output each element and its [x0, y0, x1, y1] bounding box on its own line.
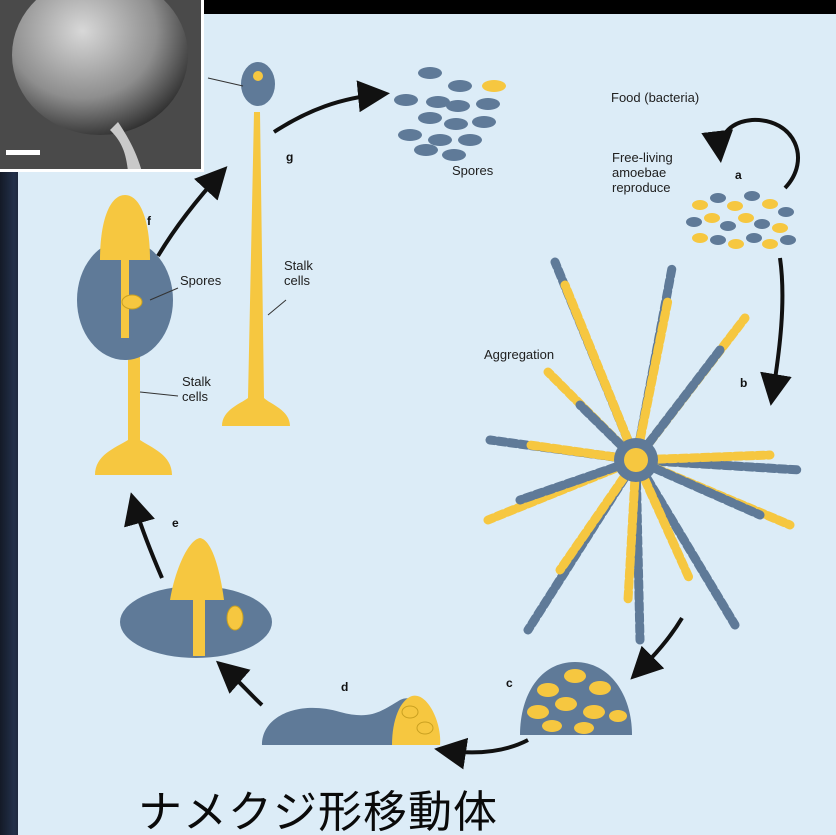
arrow-e-to-f	[133, 500, 162, 578]
label-stalk-g: Stalk cells	[284, 258, 313, 288]
stage-letter-c: c	[506, 676, 513, 690]
arrow-a-to-b	[772, 258, 782, 398]
arrow-d-to-e	[222, 666, 262, 705]
label-aggregation: Aggregation	[484, 347, 554, 362]
amoebae-cluster-a	[686, 191, 796, 249]
stage-letter-e: e	[172, 516, 179, 530]
sem-photo-inset	[0, 0, 204, 172]
stage-letter-d: d	[341, 680, 348, 694]
culminant-e	[120, 538, 272, 658]
arrow-f-to-g	[158, 172, 222, 256]
stage-letter-a: a	[735, 168, 742, 182]
arrow-food-loop	[720, 120, 798, 188]
label-free-living: Free-living amoebae reproduce	[612, 150, 673, 195]
slug-d	[262, 696, 440, 745]
label-spores-top: Spores	[452, 163, 493, 178]
caption-slug-stage: ナメクジ形移動体	[138, 776, 498, 835]
fruiting-body-f	[77, 195, 178, 475]
arrow-g-to-spores	[274, 94, 382, 132]
spores-cluster	[394, 67, 506, 161]
arrow-c-to-d	[442, 740, 528, 752]
label-food: Food (bacteria)	[611, 90, 699, 105]
stage-letter-g: g	[286, 150, 293, 164]
stage-letter-b: b	[740, 376, 747, 390]
fruiting-body-g	[208, 62, 290, 426]
label-spores-f: Spores	[180, 273, 221, 288]
label-stalk-f: Stalk cells	[182, 374, 211, 404]
mound-c	[520, 662, 632, 735]
stage-letter-f: f	[147, 214, 151, 228]
